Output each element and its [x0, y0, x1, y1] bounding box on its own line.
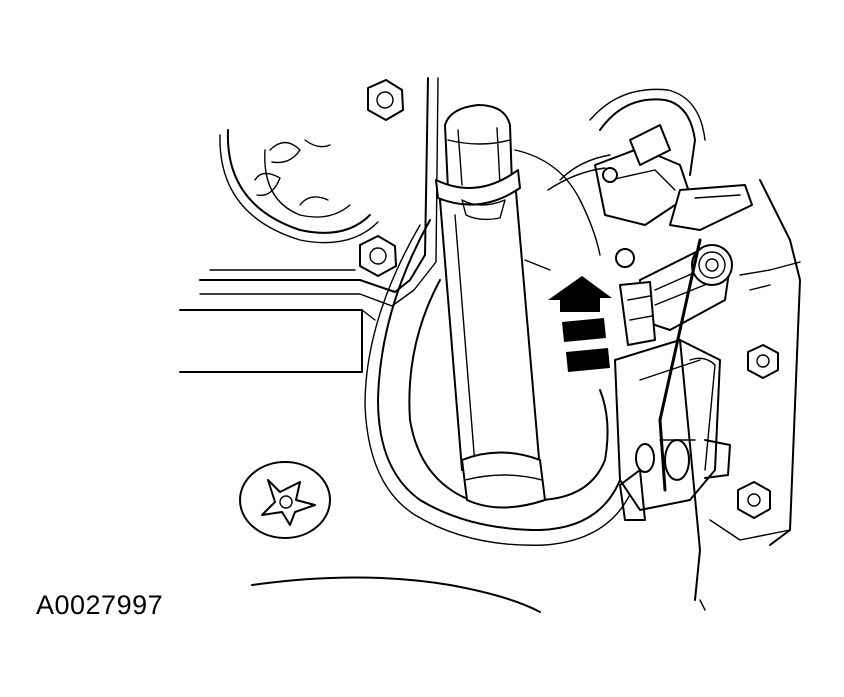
wing-fastener [239, 461, 331, 539]
hex-nut-right-upper [747, 344, 779, 379]
hex-nut-right-lower [737, 481, 771, 519]
column-opening [364, 149, 633, 546]
pivot-spring [691, 244, 733, 286]
figure-id-label: A0027997 [36, 590, 164, 620]
round-housing [219, 129, 379, 244]
hex-nut-middle [359, 235, 397, 277]
hex-nut-upper [367, 79, 404, 121]
linkage-rod [658, 238, 731, 492]
shaft-top-cap [435, 104, 521, 221]
upward-arrow-icon [548, 276, 612, 372]
lever-bracket-assembly [547, 88, 801, 611]
bulkhead-panel [179, 77, 439, 373]
floor-contour [251, 576, 541, 613]
steering-column-shaft [439, 179, 546, 509]
